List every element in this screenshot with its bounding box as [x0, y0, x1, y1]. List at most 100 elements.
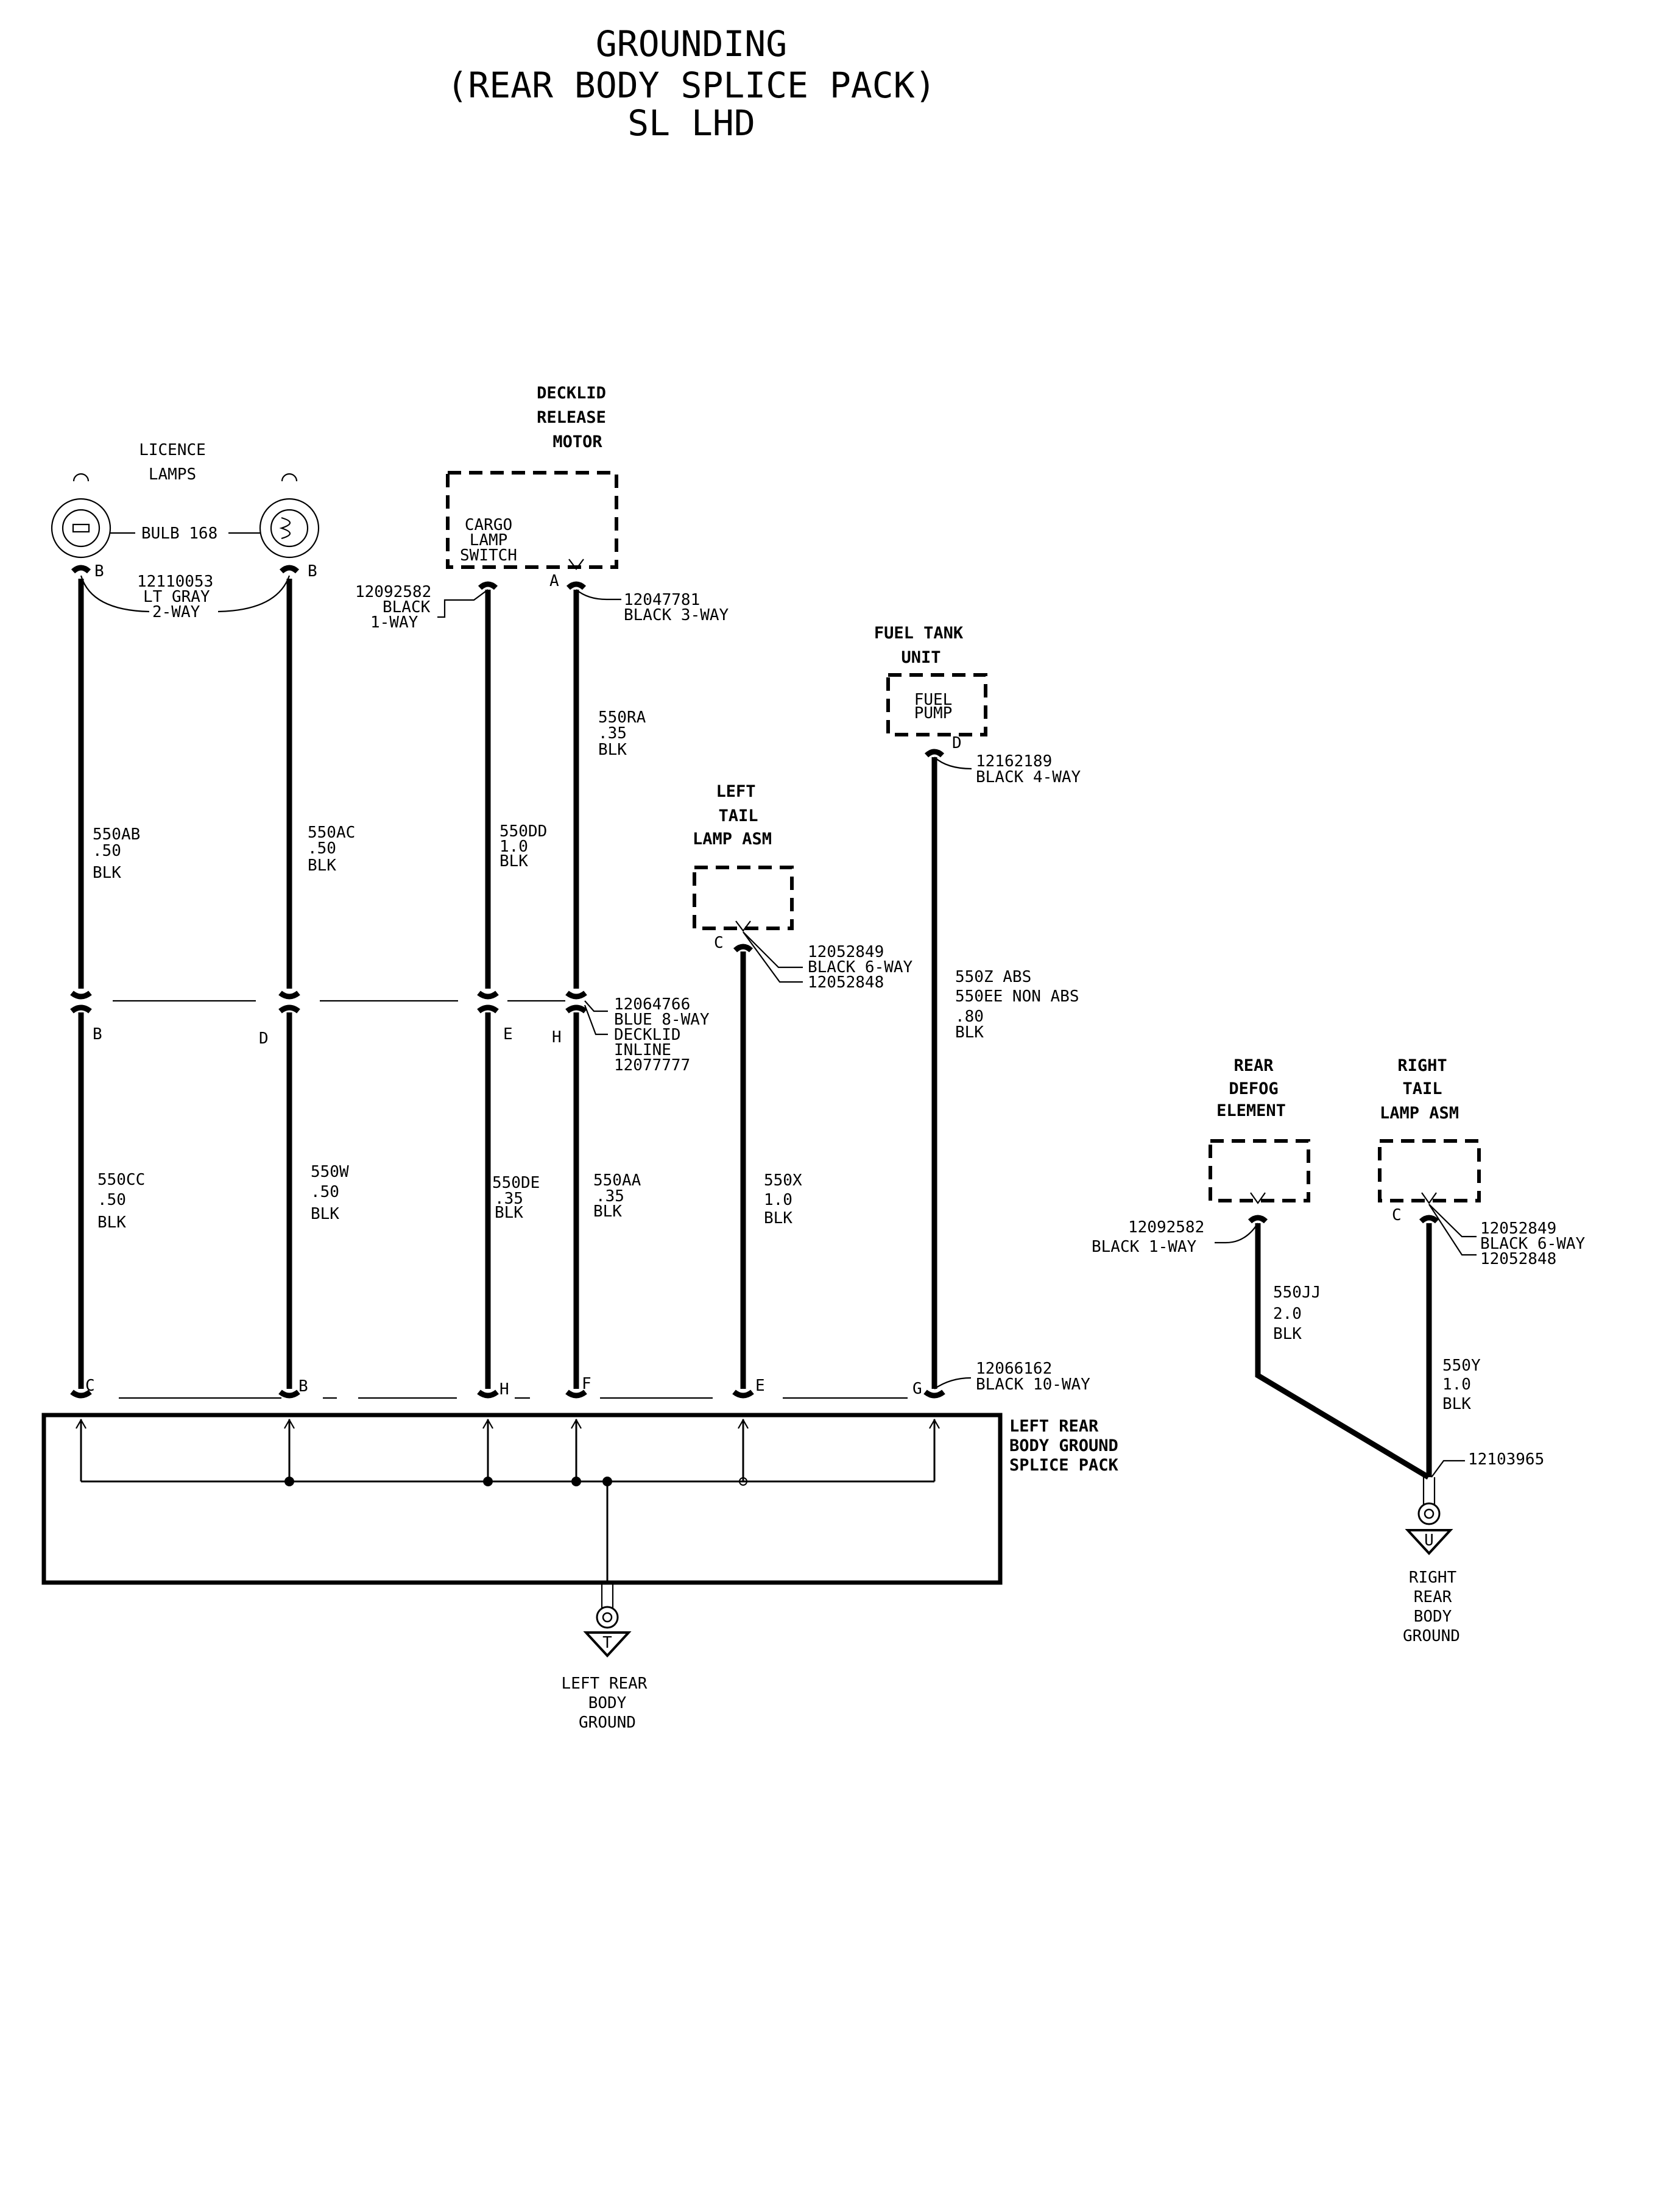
left-tail-label-2: TAIL — [718, 807, 758, 825]
motor-conn-desc: BLACK 3-WAY — [624, 606, 729, 624]
upper-wires — [78, 579, 937, 1389]
inline-leader-1 — [584, 1000, 608, 1012]
defog-conn-part: 12092582 — [1128, 1218, 1204, 1237]
splice-cap-h — [477, 1389, 499, 1399]
label-550DD-color: BLK — [499, 852, 528, 870]
label-550RA-color: BLK — [598, 741, 627, 759]
label-550DE-color: BLK — [495, 1204, 523, 1222]
right-ground-letter: U — [1424, 1531, 1434, 1550]
left-tail-leader-2 — [743, 931, 803, 983]
inline-pin-h: H — [552, 1028, 562, 1047]
title-line-3: SL LHD — [627, 102, 755, 144]
licence-conn-leader-left — [80, 575, 150, 613]
inline-cap-b-top — [70, 990, 92, 1000]
left-tail-lamp-asm: LEFT TAIL LAMP ASM C 12052849 BLACK 6-WA… — [693, 782, 913, 992]
left-ground-ring — [596, 1606, 619, 1629]
inline-conn-desc: BLUE 8-WAY — [614, 1011, 710, 1029]
splice-cap-b — [278, 1389, 300, 1399]
right-tail-leader-2 — [1428, 1204, 1477, 1256]
right-ground-ring — [1417, 1502, 1441, 1525]
label-550AA-color: BLK — [593, 1202, 622, 1221]
label-550Z-circuit: 550Z ABS — [955, 968, 1031, 986]
left-tail-conn-part2: 12052848 — [808, 973, 884, 992]
splice-cap-c — [70, 1389, 92, 1399]
inline-cap-d-top — [278, 990, 300, 1000]
label-550Z-color: BLK — [955, 1023, 984, 1042]
splice-pack-label-2: BODY GROUND — [1009, 1436, 1118, 1455]
fuel-pin: D — [952, 734, 962, 752]
licence-lamps-label-2: LAMPS — [149, 465, 196, 484]
label-550DE-gauge: .35 — [495, 1190, 523, 1208]
label-550DE-circuit: 550DE — [492, 1174, 540, 1192]
right-tail-label-2: TAIL — [1402, 1079, 1442, 1098]
lamp-2-pin-cap — [279, 565, 300, 574]
label-550AC-gauge: .50 — [308, 839, 336, 858]
fuel-pin-cap — [924, 749, 945, 758]
cargo-switch-label-3: SWITCH — [460, 546, 517, 565]
lamp-1-cap — [72, 473, 90, 482]
inline-cap-e-top — [477, 990, 499, 1000]
right-rear-body-ground: 12103965 U RIGHT REAR BODY GROUND — [1403, 1450, 1544, 1645]
label-550Y-color: BLK — [1442, 1395, 1471, 1413]
inline-cap-b-bot — [70, 1004, 92, 1014]
label-550W-circuit: 550W — [311, 1163, 349, 1181]
defog-label-3: ELEMENT — [1216, 1101, 1286, 1120]
label-550AB-circuit: 550AB — [93, 825, 140, 844]
splice-pin-c: C — [85, 1377, 95, 1395]
label-550JJ-gauge: 2.0 — [1273, 1305, 1302, 1323]
decklid-label-3: MOTOR — [552, 432, 602, 451]
left-tail-pin-mark — [735, 920, 751, 932]
label-550X-color: BLK — [764, 1209, 792, 1227]
diagram-title: GROUNDING (REAR BODY SPLICE PACK) SL LHD — [446, 23, 936, 144]
right-tail-conn-part: 12052849 — [1480, 1220, 1556, 1238]
label-550X-circuit: 550X — [764, 1171, 802, 1190]
label-550JJ-circuit: 550JJ — [1273, 1283, 1321, 1302]
label-550CC-color: BLK — [97, 1213, 126, 1232]
right-ground-label-4: GROUND — [1403, 1627, 1460, 1645]
left-tail-box — [693, 866, 794, 930]
licence-lamps-label-1: LICENCE — [139, 441, 206, 459]
label-550AB-color: BLK — [93, 864, 121, 882]
right-ground-icon — [1405, 1529, 1453, 1555]
left-tail-conn-part: 12052849 — [808, 943, 884, 961]
label-550Z-circuit2: 550EE NON ABS — [955, 987, 1079, 1006]
motor-pin-mark — [568, 559, 584, 570]
right-tail-label-1: RIGHT — [1397, 1056, 1447, 1075]
defog-label-1: REAR — [1234, 1056, 1274, 1075]
label-550W-color: BLK — [311, 1205, 339, 1223]
inline-cap-h-bot — [565, 1004, 587, 1014]
left-tail-leader-1 — [743, 931, 803, 969]
cargo-conn-part: 12092582 — [355, 583, 431, 601]
label-550Y-gauge: 1.0 — [1442, 1375, 1471, 1394]
label-550RA-circuit: 550RA — [598, 708, 646, 727]
left-ground-label-1: LEFT REAR — [562, 1675, 648, 1693]
label-550Z-gauge: .80 — [955, 1008, 984, 1026]
lamp-1-pin: B — [94, 562, 104, 581]
left-tail-pin-cap — [733, 944, 754, 953]
label-550RA-gauge: .35 — [598, 724, 627, 743]
splice-node-1 — [284, 1477, 294, 1486]
cargo-switch-label-1: CARGO — [465, 516, 512, 534]
defog-pin-mark — [1250, 1192, 1266, 1204]
right-tail-lamp-asm: RIGHT TAIL LAMP ASM C 12052849 BLACK 6-W… — [1378, 1056, 1586, 1477]
licence-conn-type: 2-WAY — [152, 603, 200, 621]
right-tail-leader-1 — [1428, 1204, 1477, 1238]
licence-lamp-1-icon — [51, 498, 111, 559]
label-550AC-circuit: 550AC — [308, 824, 355, 842]
splice-node-2 — [483, 1477, 493, 1486]
inline-cap-e-bot — [477, 1004, 499, 1014]
splice-node-5 — [739, 1477, 747, 1486]
right-ground-leader — [1431, 1460, 1465, 1478]
splice-pack-label-3: SPLICE PACK — [1009, 1456, 1119, 1475]
licence-conn-leader-right — [217, 575, 291, 613]
label-550AB-gauge: .50 — [93, 842, 121, 860]
lamp-1-bulb — [62, 509, 101, 548]
right-ground-label-1: RIGHT — [1409, 1569, 1457, 1587]
motor-pin-cap — [566, 581, 587, 590]
right-ground-label-2: REAR — [1414, 1588, 1452, 1606]
decklid-label-2: RELEASE — [537, 408, 606, 427]
inline-conn-name-1: DECKLID — [614, 1026, 681, 1044]
splice-pack-label-1: LEFT REAR — [1009, 1417, 1099, 1436]
right-ground-label-3: BODY — [1414, 1608, 1452, 1626]
motor-conn-part: 12047781 — [624, 591, 700, 609]
